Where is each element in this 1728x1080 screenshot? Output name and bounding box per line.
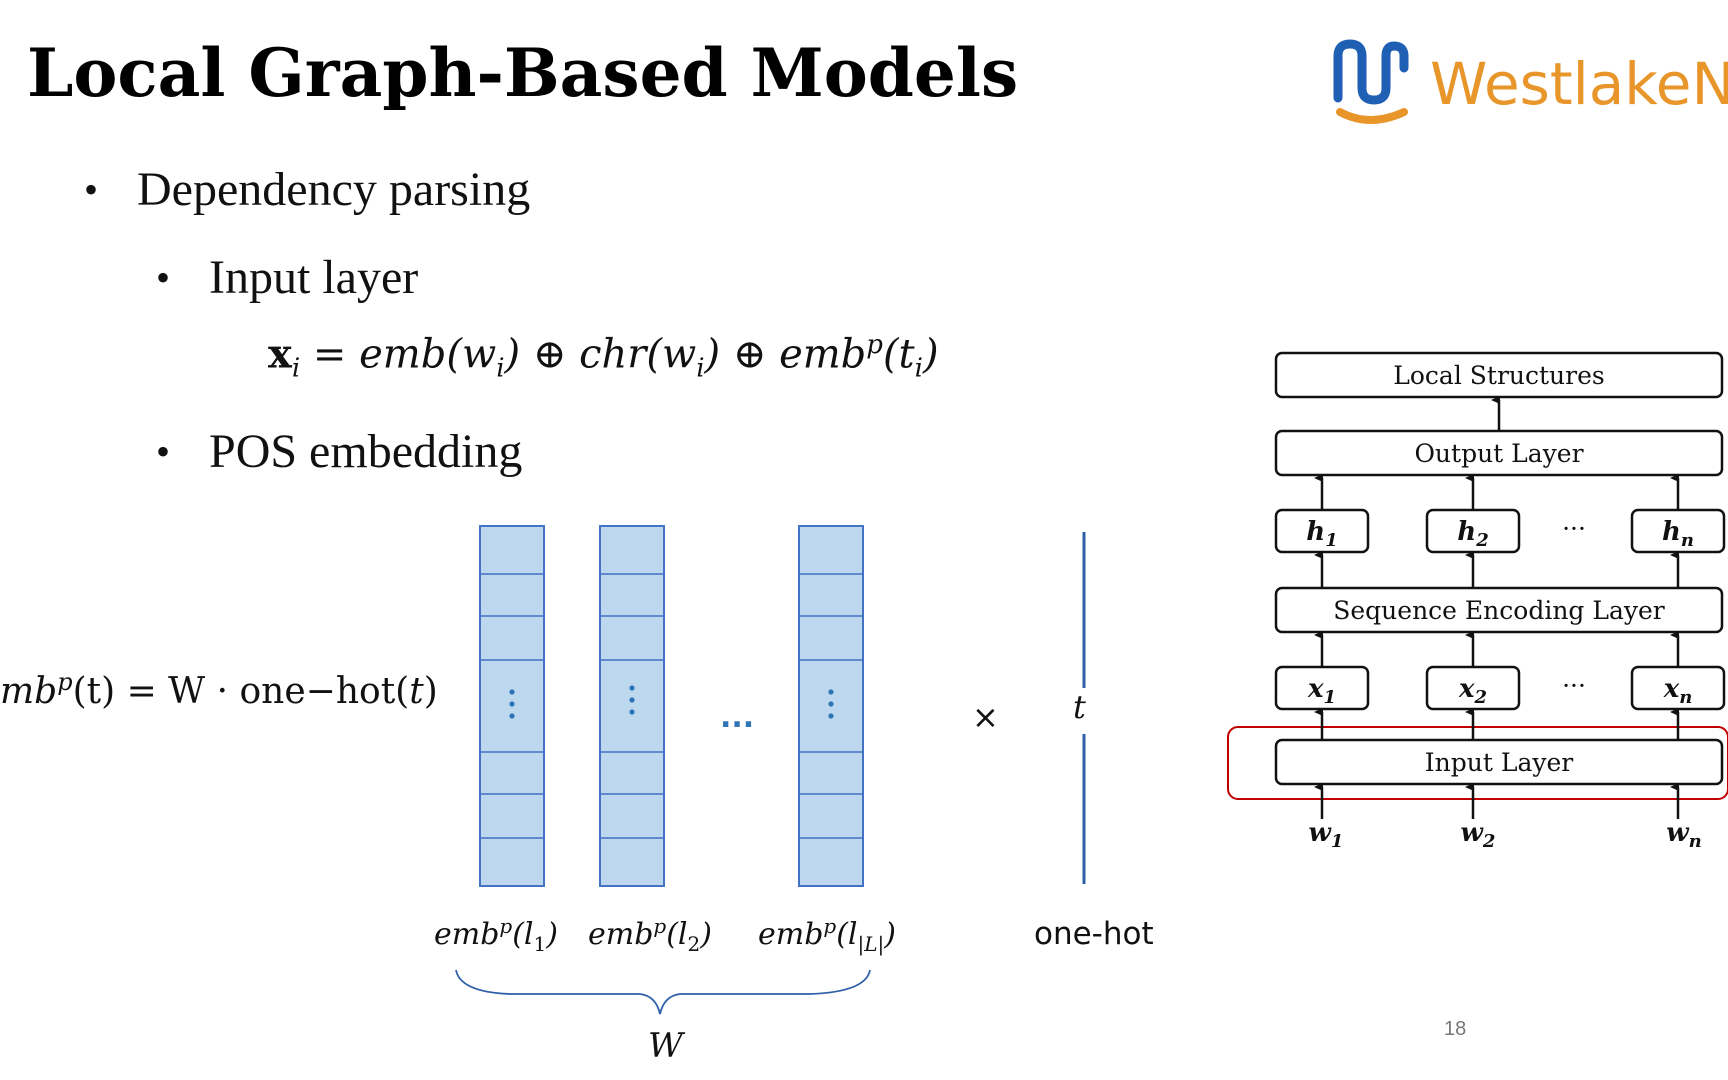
bullet-dot: • xyxy=(156,429,171,474)
w-brace xyxy=(455,969,871,1015)
one-hot-t-label: t xyxy=(1073,688,1086,726)
label-sup: p xyxy=(653,914,667,938)
h1-label: h1 xyxy=(1306,517,1337,551)
sequence-encoding-box xyxy=(1274,586,1724,634)
x2-label: x2 xyxy=(1458,674,1487,708)
eq-part: ) xyxy=(922,331,939,378)
w1-label: w1 xyxy=(1309,818,1344,852)
eq-sup-p: p xyxy=(866,330,883,360)
label-text: emb xyxy=(588,917,654,952)
sequence-encoding-label: Sequence Encoding Layer xyxy=(1333,596,1665,625)
w-label: W xyxy=(648,1026,683,1066)
logo-mark-icon xyxy=(1333,39,1409,124)
input-layer-label: Input Layer xyxy=(1425,748,1573,777)
bullet-input-layer: Input layer xyxy=(209,251,419,304)
x-ellipsis: ··· xyxy=(1562,671,1586,700)
embedding-column-2 xyxy=(599,525,665,887)
label-text: ) xyxy=(700,917,712,952)
w2-label: w2 xyxy=(1461,818,1496,852)
eq-sub-i: i xyxy=(914,353,923,384)
output-layer-label: Output Layer xyxy=(1414,439,1583,468)
eq-part: ) ⊕ chr(w xyxy=(504,331,697,378)
x1-label: x1 xyxy=(1307,674,1336,708)
architecture-diagram: Local Structures Output Layer h1 h2 ··· … xyxy=(1227,351,1728,852)
formula-t: (t) xyxy=(72,671,116,712)
label-text: (l xyxy=(666,917,688,952)
formula-var-t: t xyxy=(409,671,424,712)
h2-label: h2 xyxy=(1457,517,1488,551)
embedding-column-3 xyxy=(798,525,864,887)
formula-end: ) xyxy=(423,671,438,712)
hn-label: hn xyxy=(1662,517,1694,551)
eq-sub-i: i xyxy=(291,353,301,384)
bullet-dependency-parsing: Dependency parsing xyxy=(137,163,531,216)
column-label-3: embp(l|L|) xyxy=(758,914,896,956)
bullet-pos-embedding: POS embedding xyxy=(209,425,523,478)
embedding-column-1 xyxy=(479,525,545,887)
eq-sub-i: i xyxy=(696,353,705,384)
formula-mid: = W · one−hot( xyxy=(115,671,410,712)
label-sub: |L| xyxy=(857,932,885,956)
column-label-2: embp(l2) xyxy=(588,914,712,956)
bullet-dot: • xyxy=(156,255,171,300)
input-layer-highlight xyxy=(1227,726,1728,800)
bullet-dot: • xyxy=(84,167,99,212)
label-text: (l xyxy=(512,917,534,952)
label-text: emb xyxy=(758,917,824,952)
label-sub: 1 xyxy=(533,932,547,956)
wn-label: wn xyxy=(1666,818,1701,852)
one-hot-label: one-hot xyxy=(1034,916,1154,952)
label-sup: p xyxy=(823,914,837,938)
one-hot-label-bg xyxy=(1074,688,1094,734)
label-text: ) xyxy=(546,917,558,952)
page-number: 18 xyxy=(1444,1018,1467,1040)
output-layer-box xyxy=(1274,429,1724,477)
eq-part: = emb(w xyxy=(300,331,497,378)
label-text: (l xyxy=(836,917,858,952)
input-layer-equation: xi = emb(wi) ⊕ chr(wi) ⊕ embp(ti) xyxy=(268,330,939,383)
label-text: ) xyxy=(884,917,897,952)
pos-embedding-formula: mbp(t) = W · one−hot(t) xyxy=(0,668,438,712)
eq-x: x xyxy=(268,330,292,378)
xn-label: xn xyxy=(1663,674,1693,708)
label-text: emb xyxy=(434,917,500,952)
eq-sub-i: i xyxy=(496,353,505,384)
formula-sup-p: p xyxy=(57,668,73,696)
times-symbol: × xyxy=(972,698,999,736)
label-sup: p xyxy=(499,914,513,938)
eq-part: ) ⊕ emb xyxy=(704,331,867,378)
westlake-logo: WestlakeN xyxy=(1330,38,1728,128)
page-title: Local Graph-Based Models xyxy=(27,34,1019,112)
embedding-matrix xyxy=(479,525,864,887)
local-structures-label: Local Structures xyxy=(1393,361,1604,390)
label-sub: 2 xyxy=(687,932,701,956)
column-label-1: embp(l1) xyxy=(434,914,558,956)
logo-text: WestlakeN xyxy=(1430,50,1728,118)
formula-mb: mb xyxy=(0,671,58,712)
eq-part: (t xyxy=(882,331,915,378)
h-ellipsis: ··· xyxy=(1562,514,1586,543)
matrix-ellipsis: ... xyxy=(720,700,755,735)
input-layer-box xyxy=(1274,738,1724,786)
